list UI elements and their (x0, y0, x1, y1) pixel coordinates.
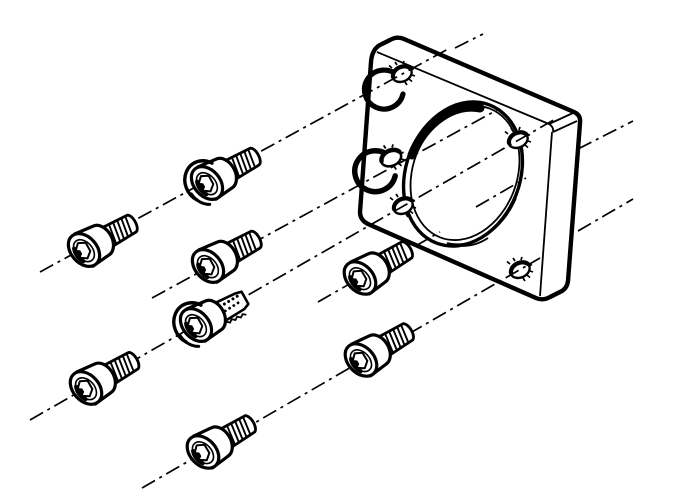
centerline-3-segment-1 (29, 117, 558, 421)
screw-2 (59, 203, 145, 276)
screw-8 (178, 404, 264, 478)
centerline-4-segment-2 (577, 198, 634, 232)
plate-front-right-edge (539, 131, 553, 297)
screw-4 (166, 277, 255, 353)
screw-7 (336, 312, 422, 386)
centerline-1-segment-2 (454, 33, 484, 49)
bore-far-edge-arc (446, 197, 517, 246)
plate-corner-chamfer (548, 112, 578, 133)
bore-bottom-arc (461, 237, 489, 247)
centerline-5-segment-2 (475, 177, 527, 208)
bore-shadow-taper (425, 103, 481, 131)
centerline-5-segment-3 (577, 120, 634, 150)
screw-3 (183, 219, 269, 292)
screw-5 (61, 341, 147, 415)
central-bore (401, 100, 525, 248)
screw-1 (177, 134, 268, 211)
